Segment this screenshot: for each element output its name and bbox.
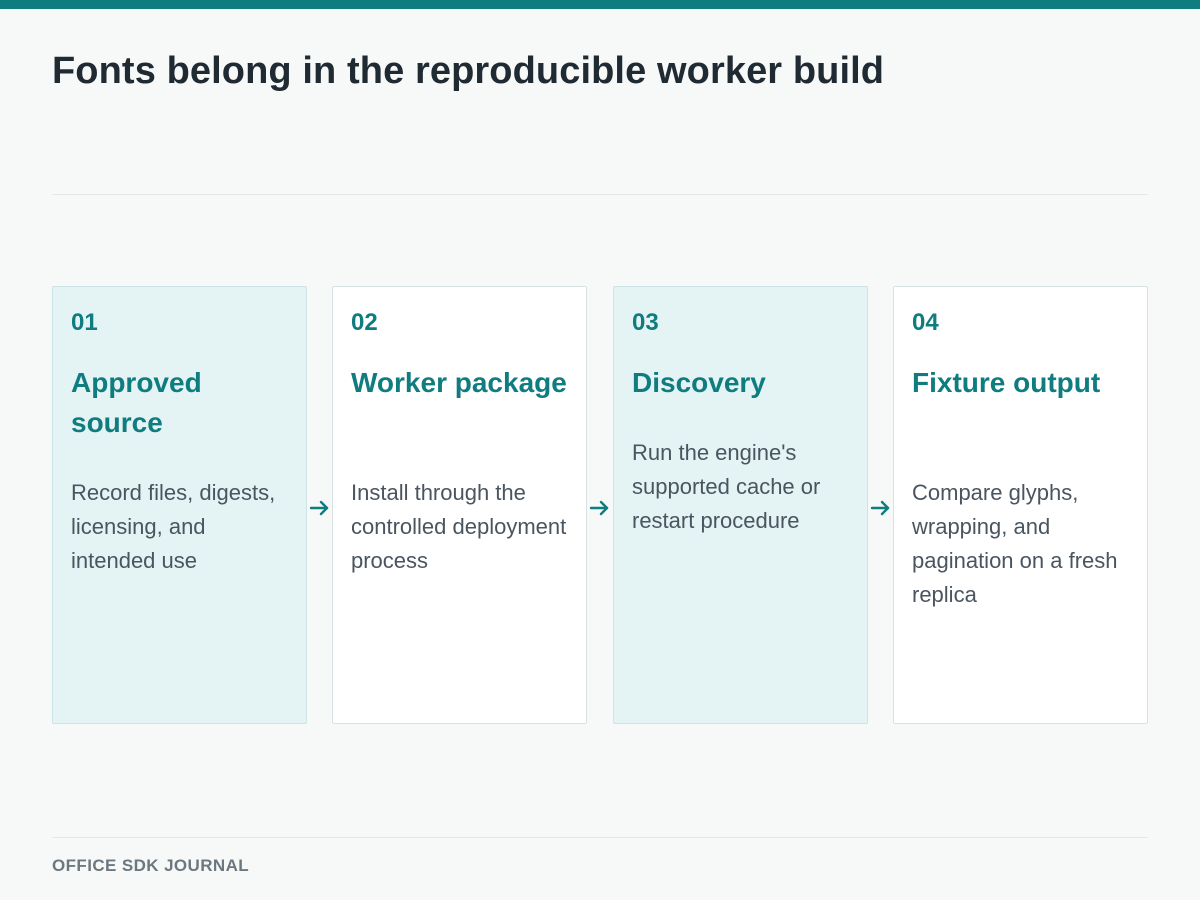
top-accent-bar [0, 0, 1200, 9]
step-card-approved-source: 01 Approved source Record files, digests… [52, 286, 307, 724]
step-card-worker-package: 02 Worker package Install through the co… [332, 286, 587, 724]
step-title: Approved source [71, 367, 202, 438]
step-card-fixture-output: 04 Fixture output Compare glyphs, wrappi… [893, 286, 1148, 724]
arrow-right-icon [589, 500, 609, 516]
step-card-discovery: 03 Discovery Run the engine's supported … [613, 286, 868, 724]
step-title: Worker package [351, 367, 567, 398]
publication-label: OFFICE SDK JOURNAL [52, 856, 250, 875]
step-title: Fixture output [912, 367, 1101, 398]
step-number: 01 [71, 309, 98, 336]
arrow-right-icon [309, 500, 329, 516]
step-description: Run the engine's supported cache or rest… [632, 440, 821, 533]
process-steps: 01 Approved source Record files, digests… [52, 286, 1148, 724]
footer-divider [52, 837, 1148, 838]
step-number: 03 [632, 309, 659, 336]
header-divider [52, 194, 1148, 195]
step-number: 04 [912, 309, 939, 336]
step-title: Discovery [632, 367, 766, 398]
step-description: Compare glyphs, wrapping, and pagination… [912, 480, 1118, 607]
step-number: 02 [351, 309, 378, 336]
page-title: Fonts belong in the reproducible worker … [52, 50, 885, 92]
step-description: Record files, digests, licensing, and in… [71, 480, 276, 573]
step-description: Install through the controlled deploymen… [351, 480, 567, 573]
arrow-right-icon [870, 500, 890, 516]
